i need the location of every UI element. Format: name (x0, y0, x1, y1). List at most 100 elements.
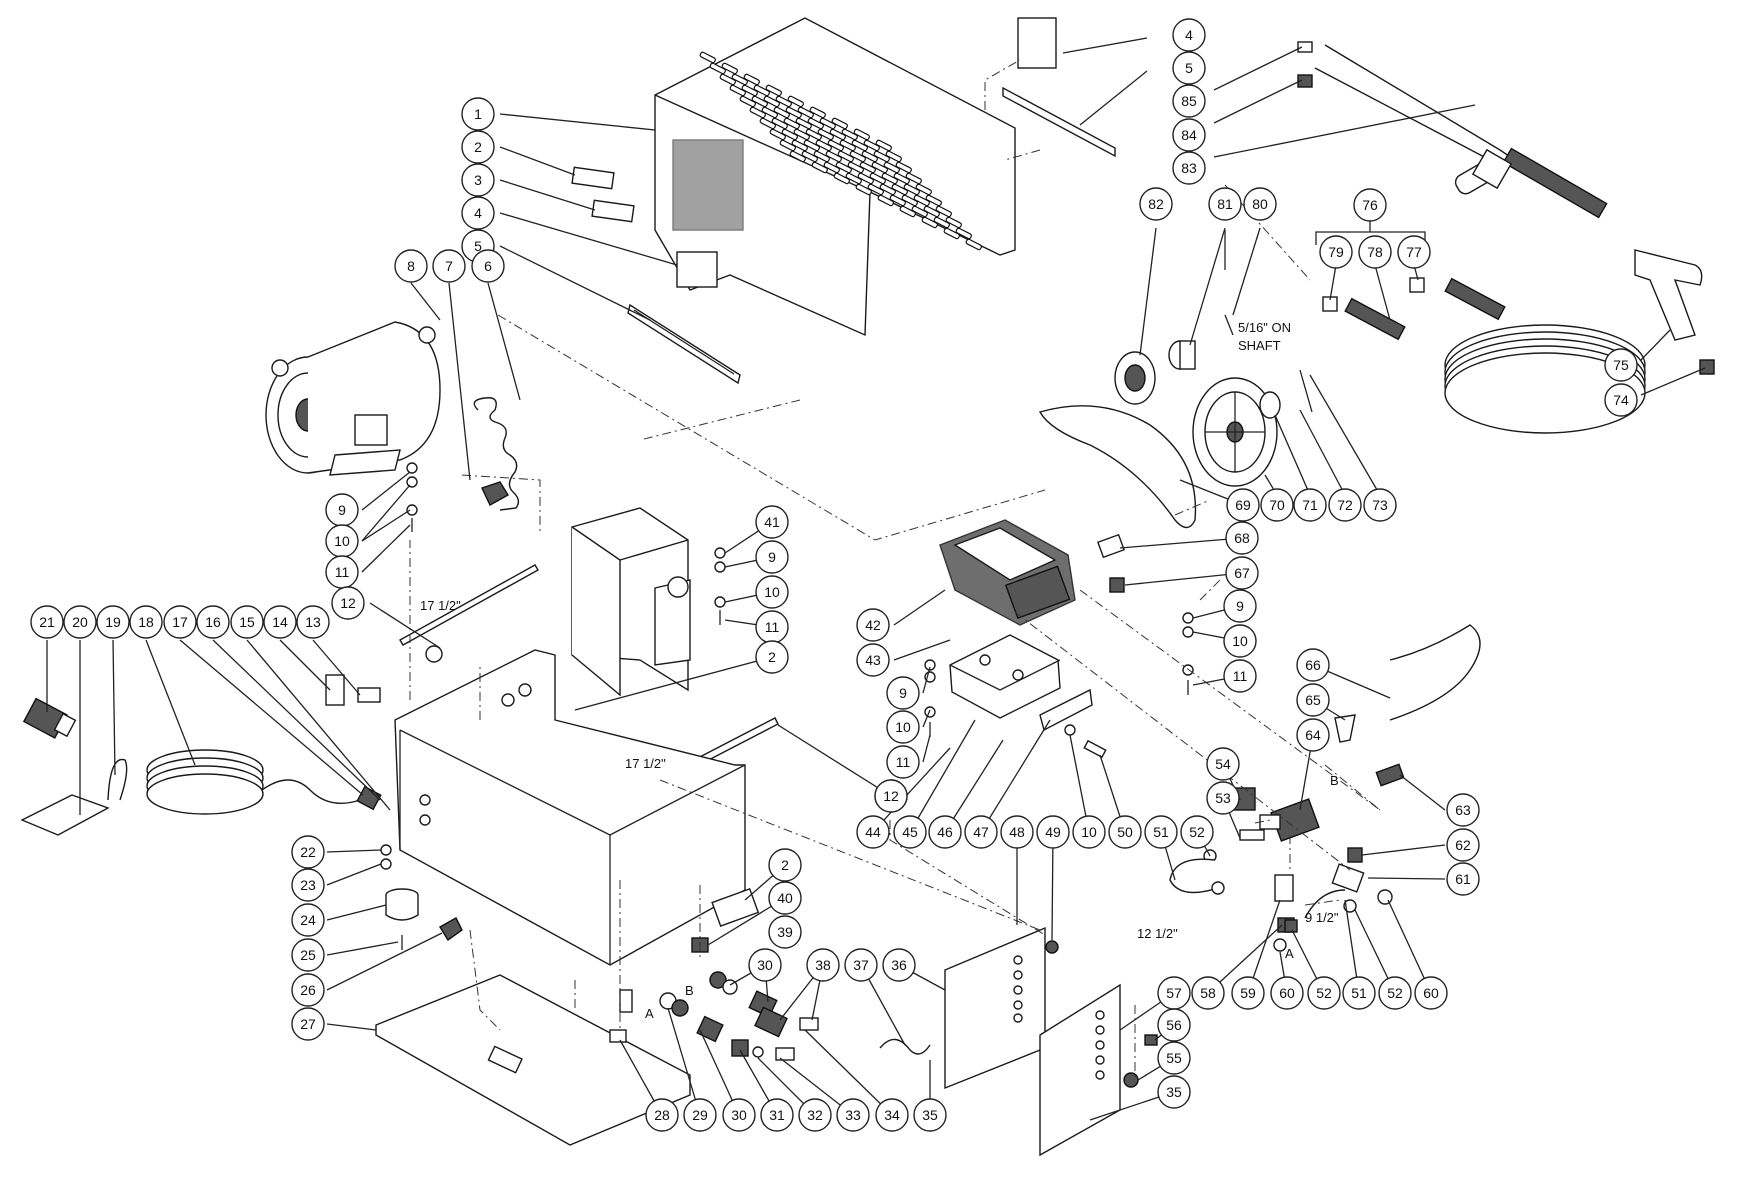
callout-label: 27 (300, 1016, 316, 1032)
vent-slot (811, 161, 828, 174)
callout-52: 52 (1378, 976, 1412, 1010)
callout-circle (30, 605, 64, 639)
callout-circle (874, 779, 908, 813)
vent-slot (853, 128, 870, 141)
vent-slot (871, 161, 888, 174)
callout-circle (1319, 235, 1353, 269)
base-plate (375, 974, 691, 1146)
vent-slot (751, 95, 768, 108)
callout-circle (1223, 589, 1257, 623)
callout-label: 40 (777, 890, 793, 906)
callout-15: 15 (230, 605, 264, 639)
cord-connector (481, 481, 509, 506)
callout-circle (291, 973, 325, 1007)
shaft-note-line2: SHAFT (1238, 338, 1281, 353)
fitting-53 (1239, 829, 1265, 841)
callout-11: 11 (325, 555, 359, 589)
callout-circle (163, 605, 197, 639)
callout-label: 10 (334, 533, 350, 549)
callout-2: 2 (461, 130, 495, 164)
vent-slot (833, 172, 850, 185)
callout-label: 60 (1423, 985, 1439, 1001)
pump-washer-10 (1182, 626, 1194, 638)
callout-circle (461, 130, 495, 164)
callout-circle (461, 97, 495, 131)
callout-label: 11 (896, 754, 911, 770)
callout-label: 42 (865, 617, 881, 633)
callout-label: 1 (474, 106, 482, 122)
base-washer-10b (924, 706, 936, 718)
port-label-a-lower: A (645, 1006, 654, 1021)
callout-label: 31 (769, 1107, 785, 1123)
callout-label: 10 (764, 584, 780, 600)
vent-slot (815, 139, 832, 152)
pulley-82 (1114, 351, 1156, 405)
callout-circle (1397, 235, 1431, 269)
callout-34: 34 (875, 1098, 909, 1132)
nut-49 (1045, 940, 1059, 954)
callout-75: 75 (1604, 348, 1638, 382)
callout-circle (230, 605, 264, 639)
callout-circle (882, 948, 916, 982)
vent-slot (795, 117, 812, 130)
decal-2-lower (619, 989, 633, 1013)
callout-9: 9 (1223, 589, 1257, 623)
vent-slot (775, 95, 792, 108)
callout-circle (1328, 488, 1362, 522)
callout-83: 83 (1172, 151, 1206, 185)
fitting-67 (1109, 577, 1125, 593)
callout-circle (768, 848, 802, 882)
callout-circle (913, 1098, 947, 1132)
callout-label: 53 (1215, 790, 1231, 806)
callout-61: 61 (1446, 862, 1480, 896)
callout-circle (806, 948, 840, 982)
callout-67: 67 (1225, 556, 1259, 590)
callout-4: 4 (461, 196, 495, 230)
callout-label: 54 (1215, 756, 1231, 772)
callout-circle (263, 605, 297, 639)
callout-label: 85 (1181, 93, 1197, 109)
callout-80: 80 (1243, 187, 1277, 221)
callout-circle (886, 710, 920, 744)
vent-slot (719, 73, 736, 86)
callout-70: 70 (1260, 488, 1294, 522)
vent-slot (801, 150, 818, 163)
callout-circle (1358, 235, 1392, 269)
callout-label: 45 (902, 824, 918, 840)
callout-circle (394, 249, 428, 283)
callout-74: 74 (1604, 383, 1638, 417)
callout-11: 11 (886, 745, 920, 779)
callout-55: 55 (1157, 1041, 1191, 1075)
vent-slot (797, 106, 814, 119)
callout-16: 16 (196, 605, 230, 639)
decal-3 (591, 199, 635, 223)
callout-circle (461, 163, 495, 197)
callout-43: 43 (856, 643, 890, 677)
callout-circle (1296, 683, 1330, 717)
callout-60: 60 (1414, 976, 1448, 1010)
callout-79: 79 (1319, 235, 1353, 269)
vent-slot (789, 150, 806, 163)
bolt-56 (1144, 1034, 1158, 1046)
quick-connect-21 (22, 697, 77, 739)
fitting-60 (1377, 889, 1393, 905)
vent-slot (921, 216, 938, 229)
callout-label: 64 (1305, 727, 1321, 743)
fitting-77 (1409, 277, 1425, 293)
callout-circle (722, 1098, 756, 1132)
callout-circle (96, 605, 130, 639)
vent-slot (819, 117, 836, 130)
callout-label: 79 (1328, 244, 1344, 260)
callout-circle (755, 505, 789, 539)
fittings-30-38 (659, 971, 819, 1061)
vent-slot (869, 172, 886, 185)
callout-9: 9 (325, 493, 359, 527)
callout-circle (1604, 348, 1638, 382)
nozzle-84 (1297, 74, 1313, 88)
callout-circle (291, 868, 325, 902)
vent-slot (739, 95, 756, 108)
callout-label: 33 (845, 1107, 861, 1123)
callout-13: 13 (296, 605, 330, 639)
callout-1: 1 (461, 97, 495, 131)
